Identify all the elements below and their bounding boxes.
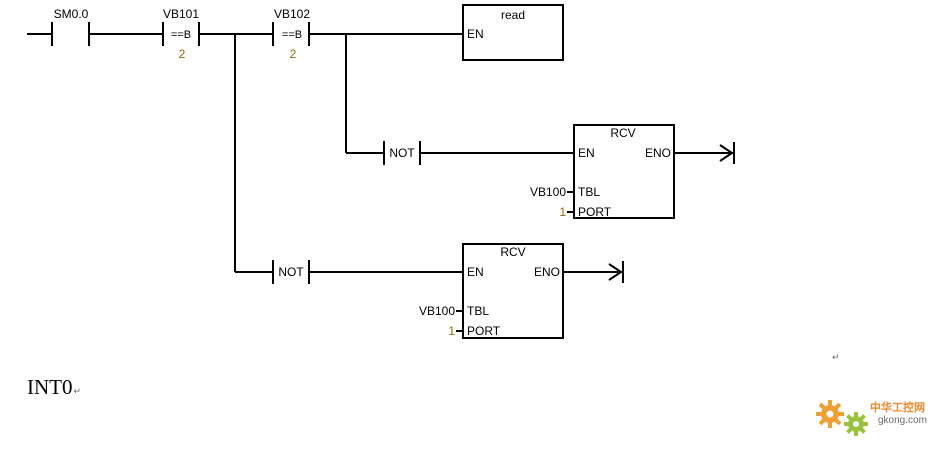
compare-contact-vb102[interactable]: VB102 ==B 2 <box>272 7 310 61</box>
read-box-en-pin: EN <box>467 27 484 41</box>
not-lower-label: NOT <box>278 265 304 279</box>
rung-wires <box>27 33 573 273</box>
rcv-lower-output-coil <box>563 261 624 283</box>
compare-vb101-value: 2 <box>179 47 186 61</box>
rcv-upper-tbl-pin: TBL <box>578 185 600 199</box>
watermark-logo: 中华工控网 gkong.com <box>812 390 942 440</box>
compare-vb101-operator: ==B <box>171 29 191 41</box>
compare-vb102-operator: ==B <box>282 29 302 41</box>
read-subroutine-box[interactable]: read EN <box>462 4 564 61</box>
rcv-lower-tbl-value: VB100 <box>419 304 455 318</box>
rcv-upper-port-pin: PORT <box>578 205 612 219</box>
compare-vb101-operand: VB101 <box>163 7 199 21</box>
rcv-lower-title: RCV <box>500 245 525 259</box>
rcv-box-upper[interactable]: RCV EN ENO TBL PORT VB100 1 <box>530 124 675 219</box>
paragraph-mark: ↵ <box>832 352 840 362</box>
contact-sm0-0[interactable]: SM0.0 <box>51 7 90 46</box>
section-label: INT0↵ <box>27 375 81 400</box>
watermark-url: gkong.com <box>878 415 927 426</box>
rcv-upper-eno-pin: ENO <box>645 146 671 160</box>
rcv-lower-port-value: 1 <box>448 324 455 338</box>
rcv-box-lower[interactable]: RCV EN ENO TBL PORT VB100 1 <box>419 243 564 339</box>
rcv-upper-tbl-value: VB100 <box>530 185 566 199</box>
read-box-title: read <box>501 8 525 22</box>
contact-sm0-0-label: SM0.0 <box>54 7 89 21</box>
not-contact-lower[interactable]: NOT <box>272 260 310 284</box>
section-label-text: INT0 <box>27 375 73 399</box>
rcv-lower-en-pin: EN <box>467 265 484 279</box>
rcv-lower-port-pin: PORT <box>467 324 501 338</box>
watermark-title: 中华工控网 <box>870 401 925 414</box>
rcv-upper-title: RCV <box>610 126 635 140</box>
rcv-lower-eno-pin: ENO <box>534 265 560 279</box>
compare-vb102-value: 2 <box>290 47 297 61</box>
not-contact-upper[interactable]: NOT <box>383 141 421 165</box>
not-upper-label: NOT <box>389 146 415 160</box>
rcv-lower-tbl-pin: TBL <box>467 304 489 318</box>
compare-vb102-operand: VB102 <box>274 7 310 21</box>
compare-contact-vb101[interactable]: VB101 ==B 2 <box>162 7 200 61</box>
rcv-upper-port-value: 1 <box>559 205 566 219</box>
rcv-upper-en-pin: EN <box>578 146 595 160</box>
gear-icon <box>816 400 868 436</box>
section-paragraph-mark: ↵ <box>73 386 82 396</box>
rcv-upper-output-coil <box>674 142 735 164</box>
